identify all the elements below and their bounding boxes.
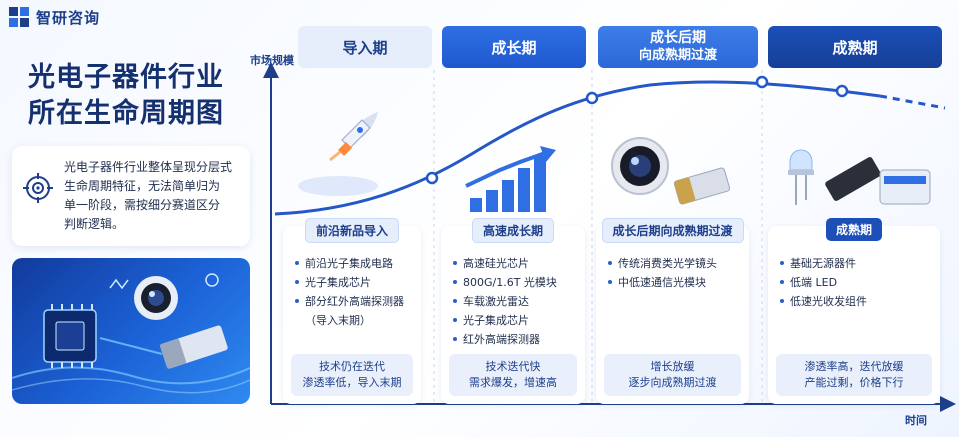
stage-note: 技术仍在迭代 渗透率低，导入末期: [291, 354, 413, 396]
camera-lens-icon: [134, 276, 178, 320]
stage-note: 技术迭代快 需求爆发，增速高: [449, 354, 577, 396]
stage-card-title: 成熟期: [825, 218, 883, 241]
list-item: 前沿光子集成电路: [295, 254, 417, 273]
stage-card-growth: 高速成长期 高速硅光芯片 800G/1.6T 光模块 车载激光雷达 光子集成芯片…: [441, 218, 585, 404]
list-item: 车载激光雷达: [453, 292, 581, 311]
stage-header-subtext: 向成熟期过渡: [638, 48, 717, 63]
stage-note-line: 技术迭代快: [485, 360, 541, 373]
x-axis-label: 时间: [905, 414, 927, 427]
list-item: 光子集成芯片: [453, 311, 581, 330]
list-item: 低速光收发组件: [780, 292, 936, 311]
logo-text: 智研咨询: [36, 8, 101, 27]
stage-header-text: 成长期: [491, 38, 537, 57]
stage-note-line: 逐步向成熟期过渡: [628, 376, 717, 389]
list-item: 红外高端探测器: [453, 330, 581, 349]
stage-note-line: 渗透率低，导入末期: [302, 376, 402, 389]
stage-note-line: 渗透率高，迭代放缓: [804, 360, 904, 373]
stage-note: 增长放缓 逐步向成熟期过渡: [604, 354, 741, 396]
description-line: 生命周期特征，无法简单归为: [64, 179, 221, 193]
list-item: 传统消费类光学镜头: [608, 254, 745, 273]
stage-item-list: 高速硅光芯片 800G/1.6T 光模块 车载激光雷达 光子集成芯片 红外高端探…: [453, 254, 581, 349]
chip-icon: [43, 304, 97, 368]
list-item: 高速硅光芯片: [453, 254, 581, 273]
y-axis-label: 市场规模: [250, 54, 294, 67]
stage-item-list: 前沿光子集成电路 光子集成芯片 部分红外高端探测器 （导入末期）: [295, 254, 417, 330]
stage-header-late-growth: 成长后期 向成熟期过渡: [598, 26, 758, 68]
list-item: 部分红外高端探测器: [295, 292, 417, 311]
page-title: 光电子器件行业 所在生命周期图: [28, 60, 268, 132]
stage-item-list: 基础无源器件 低端 LED 低速光收发组件: [780, 254, 936, 311]
stage-item-list: 传统消费类光学镜头 中低速通信光模块: [608, 254, 745, 292]
logo-mark-icon: [9, 7, 29, 27]
hero-illustration: [12, 258, 250, 404]
stage-header-maturity: 成熟期: [768, 26, 942, 68]
curve-marker: [755, 75, 769, 89]
description-line: 光电子器件行业整体呈现分层式: [64, 160, 233, 174]
hero-illustration-art: [12, 273, 250, 394]
stage-note-line: 产能过剩，价格下行: [804, 376, 904, 389]
stage-note: 渗透率高，迭代放缓 产能过剩，价格下行: [776, 354, 932, 396]
title-line-1: 光电子器件行业: [28, 62, 224, 93]
stage-card-title: 高速成长期: [471, 218, 555, 243]
optical-module-icon: [673, 167, 731, 205]
optical-module-icon: [160, 325, 228, 369]
stage-header-text: 成长后期: [650, 30, 706, 46]
title-line-2: 所在生命周期图: [28, 98, 224, 129]
list-item: 800G/1.6T 光模块: [453, 273, 581, 292]
stage-card-title: 成长后期向成熟期过渡: [601, 218, 744, 243]
lifecycle-curve: [274, 80, 881, 216]
curve-marker: [835, 84, 849, 98]
stage-card-late-growth: 成长后期向成熟期过渡 传统消费类光学镜头 中低速通信光模块 增长放缓 逐步向成熟…: [596, 218, 749, 404]
brand-logo: 智研咨询: [8, 6, 100, 28]
led-icon: [788, 149, 814, 205]
stage-header-text: 导入期: [342, 38, 388, 57]
stage-note-line: 增长放缓: [650, 360, 695, 373]
stage-header-introduction: 导入期: [298, 26, 432, 68]
stage-note-line: 需求爆发，增速高: [469, 376, 557, 389]
camera-lens-icon: [611, 137, 669, 195]
list-item-continuation: （导入末期）: [305, 314, 371, 327]
list-item: 光子集成芯片: [295, 273, 417, 292]
list-item: 基础无源器件: [780, 254, 936, 273]
description-card: 光电子器件行业整体呈现分层式 生命周期特征，无法简单归为 单一阶段，需按细分赛道…: [12, 146, 250, 246]
curve-marker: [585, 91, 599, 105]
stage-note-line: 技术仍在迭代: [319, 360, 385, 373]
transceiver-icon: [825, 157, 931, 205]
lifecycle-curve-projection: [879, 94, 946, 110]
curve-marker: [425, 171, 439, 185]
stage-header-text: 成熟期: [832, 38, 878, 57]
target-icon: [23, 173, 53, 203]
rocket-icon: [298, 112, 378, 196]
stage-card-title: 前沿新品导入: [304, 218, 400, 243]
stage-header-growth: 成长期: [442, 26, 586, 68]
list-item: 低端 LED: [780, 273, 936, 292]
list-item: 中低速通信光模块: [608, 273, 745, 292]
stage-card-introduction: 前沿新品导入 前沿光子集成电路 光子集成芯片 部分红外高端探测器 （导入末期） …: [283, 218, 421, 404]
description-text: 光电子器件行业整体呈现分层式 生命周期特征，无法简单归为 单一阶段，需按细分赛道…: [64, 158, 232, 234]
growth-bars-icon: [465, 146, 556, 212]
description-line: 判断逻辑。: [64, 217, 125, 231]
description-line: 单一阶段，需按细分赛道区分: [64, 198, 221, 212]
stage-card-maturity: 成熟期 基础无源器件 低端 LED 低速光收发组件 渗透率高，迭代放缓 产能过剩…: [768, 218, 940, 404]
